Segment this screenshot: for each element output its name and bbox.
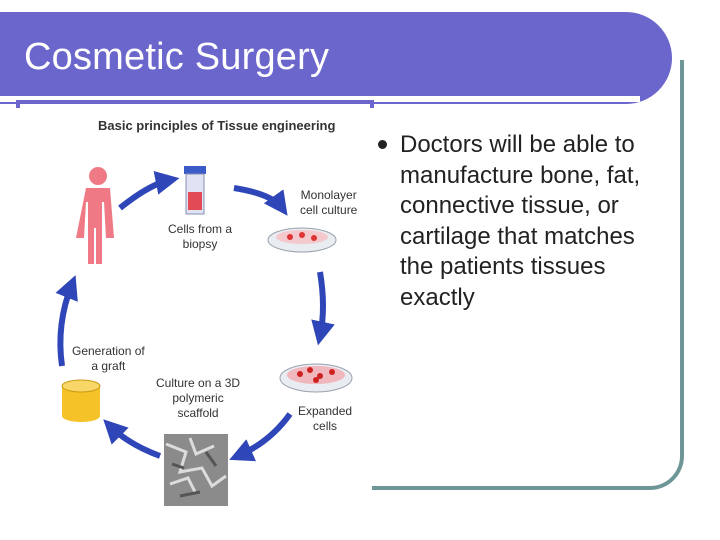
figure-title: Basic principles of Tissue engineering [98, 118, 335, 133]
label-cells-biopsy: Cells from a biopsy [168, 222, 232, 252]
scaffold-micrograph-image [164, 434, 228, 506]
vial-icon [184, 166, 206, 214]
slide-title: Cosmetic Surgery [24, 36, 329, 79]
bullet-icon [378, 140, 387, 149]
tissue-engineering-figure: Basic principles of Tissue engineering C… [20, 104, 370, 514]
graft-cylinder-icon [62, 380, 100, 422]
bullet-text: Doctors will be able to manufacture bone… [400, 130, 670, 313]
label-culture-3d: Culture on a 3D polymeric scaffold [156, 376, 240, 421]
person-icon [76, 167, 114, 264]
petri-dish-expanded-icon [280, 364, 352, 392]
label-expanded: Expanded cells [298, 404, 352, 434]
label-graft: Generation of a graft [72, 344, 145, 374]
label-monolayer: Monolayer cell culture [300, 188, 357, 218]
petri-dish-monolayer-icon [268, 228, 336, 252]
cycle-diagram [20, 104, 370, 514]
